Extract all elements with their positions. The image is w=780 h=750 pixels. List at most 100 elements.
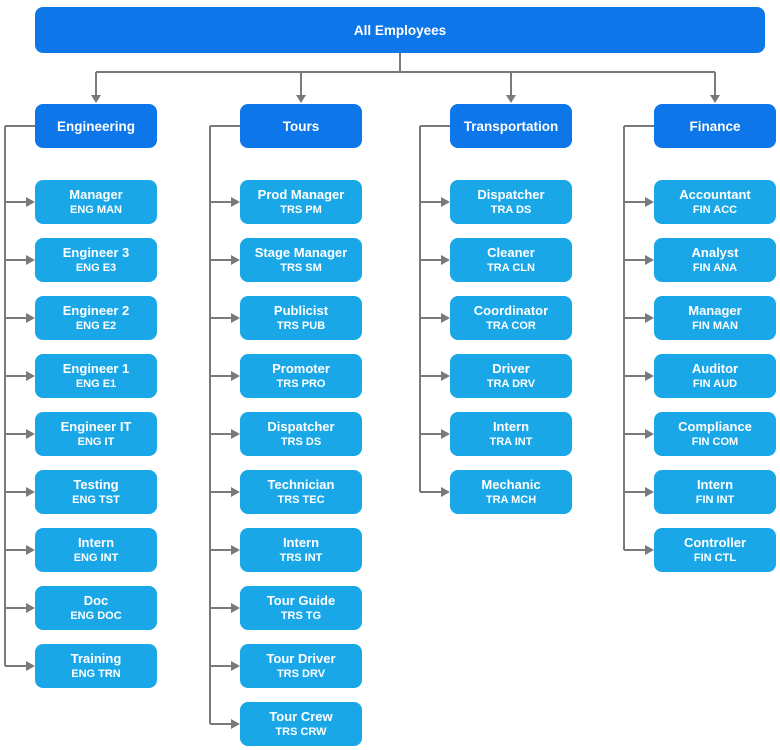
- node-title: Tour Guide: [266, 592, 336, 608]
- dept-engineering[interactable]: Engineering: [35, 104, 157, 148]
- node-code: FIN CTL: [693, 551, 737, 564]
- node-code: TRA INT: [489, 435, 533, 448]
- node-title: Intern: [492, 418, 530, 434]
- dept-label: Finance: [689, 118, 741, 134]
- dept-label: Tours: [282, 118, 320, 134]
- node-code: TRS DRV: [276, 667, 326, 680]
- node-code: FIN COM: [691, 435, 739, 448]
- node-code: TRS SM: [280, 261, 322, 274]
- node-title: Controller: [683, 534, 747, 550]
- dept-finance[interactable]: Finance: [654, 104, 776, 148]
- node-title: Analyst: [691, 244, 739, 260]
- node-code: ENG E2: [75, 319, 117, 332]
- node-title: Engineer 3: [62, 244, 130, 260]
- node-title: Auditor: [691, 360, 739, 376]
- node-code: FIN INT: [695, 493, 735, 506]
- node-code: TRS CRW: [275, 725, 327, 738]
- node-code: ENG INT: [73, 551, 119, 564]
- node-all-employees[interactable]: All Employees: [35, 7, 765, 53]
- node-title: Testing: [73, 476, 119, 492]
- node-code: ENG E3: [75, 261, 117, 274]
- node-title: Manager: [688, 302, 742, 318]
- node-code: TRS TG: [280, 609, 322, 622]
- node-code: TRA MCH: [485, 493, 537, 506]
- node-title: Coordinator: [473, 302, 549, 318]
- node-title: Intern: [77, 534, 115, 550]
- node-code: FIN ACC: [692, 203, 738, 216]
- node-code: ENG TRN: [71, 667, 121, 680]
- node-title: Dispatcher: [267, 418, 335, 434]
- node-title: Compliance: [678, 418, 752, 434]
- node-code: TRA DRV: [486, 377, 536, 390]
- node-code: TRA CLN: [487, 261, 535, 274]
- node-code: TRA COR: [486, 319, 536, 332]
- node-title: Driver: [492, 360, 530, 376]
- node-code: TRS PUB: [276, 319, 326, 332]
- node-code: ENG E1: [75, 377, 117, 390]
- node-title: Accountant: [679, 186, 751, 202]
- dept-transportation[interactable]: Transportation: [450, 104, 572, 148]
- node-title: Engineer 2: [62, 302, 130, 318]
- node-title: Cleaner: [487, 244, 535, 260]
- node-code: TRS TEC: [277, 493, 325, 506]
- node-code: TRA DS: [490, 203, 532, 216]
- node-code: TRS PRO: [276, 377, 326, 390]
- node-code: TRS PM: [280, 203, 322, 216]
- node-title: Engineer 1: [62, 360, 130, 376]
- node-title: Tour Crew: [269, 708, 333, 724]
- dept-label: Engineering: [56, 118, 135, 134]
- node-code: ENG IT: [77, 435, 115, 448]
- node-code: FIN AUD: [692, 377, 738, 390]
- dept-tours[interactable]: Tours: [240, 104, 362, 148]
- node-title: Promoter: [272, 360, 330, 376]
- node-title: Training: [70, 650, 122, 666]
- node-title: Tour Driver: [266, 650, 336, 666]
- node-code: ENG DOC: [70, 609, 122, 622]
- node-title: Dispatcher: [477, 186, 545, 202]
- node-code: ENG MAN: [70, 203, 122, 216]
- node-title: Mechanic: [481, 476, 541, 492]
- node-code: FIN ANA: [692, 261, 738, 274]
- node-title: Intern: [282, 534, 320, 550]
- node-title: Publicist: [273, 302, 329, 318]
- dept-label: Transportation: [463, 118, 559, 134]
- node-code: FIN MAN: [692, 319, 738, 332]
- node-title: Technician: [267, 476, 335, 492]
- node-title: Manager: [69, 186, 123, 202]
- node-code: ENG TST: [72, 493, 120, 506]
